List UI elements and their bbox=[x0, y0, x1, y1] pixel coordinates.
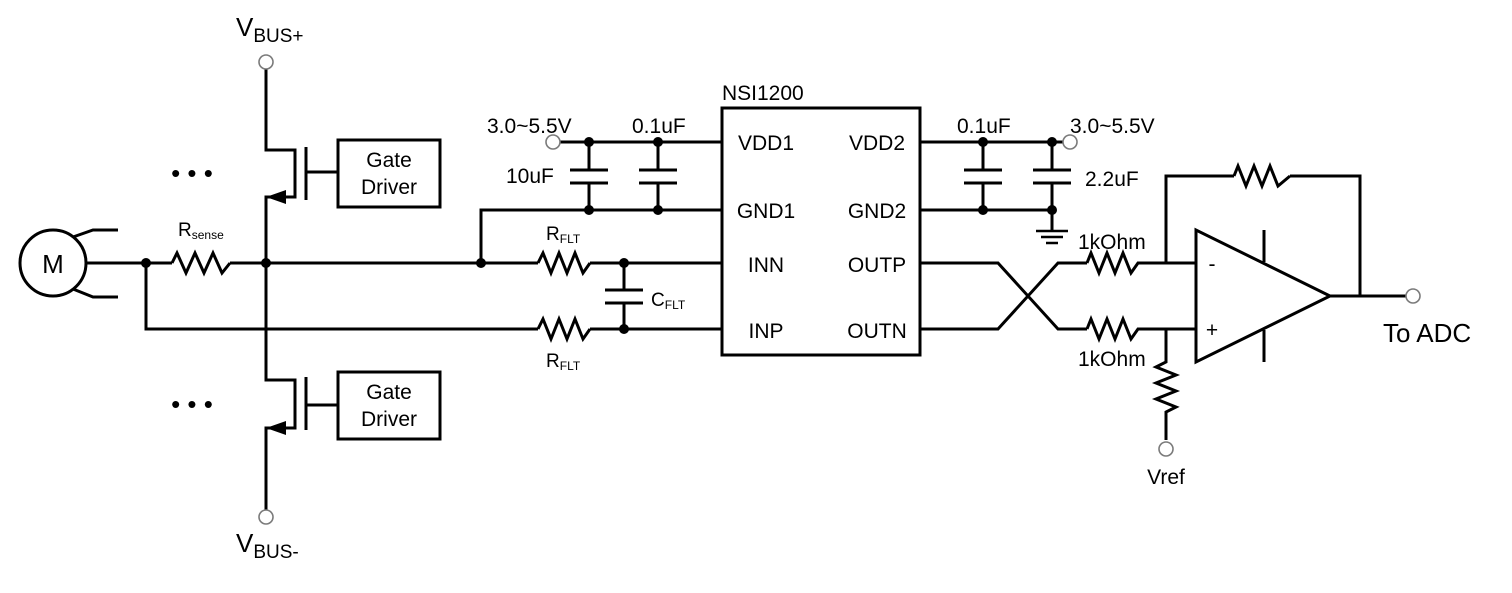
opamp-minus: - bbox=[1209, 253, 1216, 276]
cflt-capacitor bbox=[605, 263, 643, 329]
output-cross-wires bbox=[920, 261, 1087, 331]
feedback-wire bbox=[1164, 174, 1362, 296]
nsi1200-chip: NSI1200 VDD1 GND1 INN INP VDD2 GND2 OUTP… bbox=[720, 82, 922, 357]
ground-symbol bbox=[1036, 229, 1068, 245]
feedback-resistor bbox=[1232, 161, 1291, 191]
gate-driver-bottom-line2: Driver bbox=[361, 408, 417, 431]
ellipsis-bottom: • • • bbox=[171, 389, 213, 419]
vref-label: Vref bbox=[1147, 466, 1185, 489]
r-1k-bottom-label: 1kOhm bbox=[1078, 348, 1146, 371]
cap-10uf bbox=[570, 142, 608, 210]
cap-22uf-label: 2.2uF bbox=[1085, 168, 1139, 191]
gate-driver-top-line1: Gate bbox=[366, 149, 412, 172]
rflt-top-label: RFLT bbox=[546, 224, 581, 246]
pin-gnd1: GND1 bbox=[737, 200, 795, 223]
opamp-plus: + bbox=[1206, 319, 1218, 342]
cflt-label: CFLT bbox=[651, 290, 686, 312]
junction-dots bbox=[141, 137, 1057, 334]
vref-terminal bbox=[1158, 441, 1174, 457]
motor-label: M bbox=[42, 249, 64, 279]
output-terminal bbox=[1405, 288, 1421, 304]
pin-outp: OUTP bbox=[848, 254, 906, 277]
vbus-pos-label: VBUS+ bbox=[236, 12, 304, 47]
chip-name: NSI1200 bbox=[722, 82, 804, 105]
supply-right-label: 3.0~5.5V bbox=[1070, 115, 1155, 138]
vbus-neg-terminal bbox=[258, 509, 274, 525]
r-1k-top-label: 1kOhm bbox=[1078, 231, 1146, 254]
low-side-mosfet bbox=[266, 377, 338, 435]
pin-inn: INN bbox=[748, 254, 784, 277]
pin-gnd2: GND2 bbox=[848, 200, 906, 223]
cap-22uf bbox=[1033, 142, 1071, 210]
r-1k-top bbox=[1085, 248, 1196, 278]
pin-outn: OUTN bbox=[847, 320, 907, 343]
vbus-pos-terminal bbox=[258, 54, 274, 70]
cap-01uf-left-label: 0.1uF bbox=[632, 115, 686, 138]
supply-right-terminal bbox=[1062, 134, 1078, 150]
switch-column-wire bbox=[264, 62, 297, 515]
pin-vdd2: VDD2 bbox=[849, 132, 905, 155]
ellipsis-top: • • • bbox=[171, 158, 213, 188]
gate-driver-top-line2: Driver bbox=[361, 176, 417, 199]
cap-01uf-left bbox=[639, 142, 677, 210]
cap-01uf-right-label: 0.1uF bbox=[957, 115, 1011, 138]
gate-driver-top: Gate Driver bbox=[336, 138, 442, 209]
high-side-mosfet bbox=[266, 147, 338, 204]
rsense-resistor bbox=[170, 249, 232, 277]
gnd1-wire bbox=[479, 208, 722, 263]
gate-driver-bottom-line1: Gate bbox=[366, 381, 412, 404]
pin-vdd1: VDD1 bbox=[738, 132, 794, 155]
opamp: - + bbox=[1194, 227, 1334, 365]
r-1k-bottom bbox=[1085, 314, 1196, 344]
rflt-top-resistor bbox=[536, 248, 592, 278]
supply-left-terminal bbox=[545, 134, 561, 150]
rflt-bottom-resistor bbox=[536, 314, 592, 344]
vbus-neg-label: VBUS- bbox=[236, 528, 299, 563]
rflt-bottom-label: RFLT bbox=[546, 351, 581, 373]
rsense-label: Rsense bbox=[178, 220, 224, 242]
gate-driver-bottom: Gate Driver bbox=[336, 370, 442, 441]
vref-resistor bbox=[1151, 329, 1181, 440]
cap-10uf-label: 10uF bbox=[506, 165, 554, 188]
cap-01uf-right bbox=[964, 142, 1002, 210]
to-adc-label: To ADC bbox=[1383, 318, 1471, 348]
pin-inp: INP bbox=[748, 320, 783, 343]
supply-left-label: 3.0~5.5V bbox=[487, 115, 572, 138]
sense-wire-bottom bbox=[144, 263, 722, 331]
